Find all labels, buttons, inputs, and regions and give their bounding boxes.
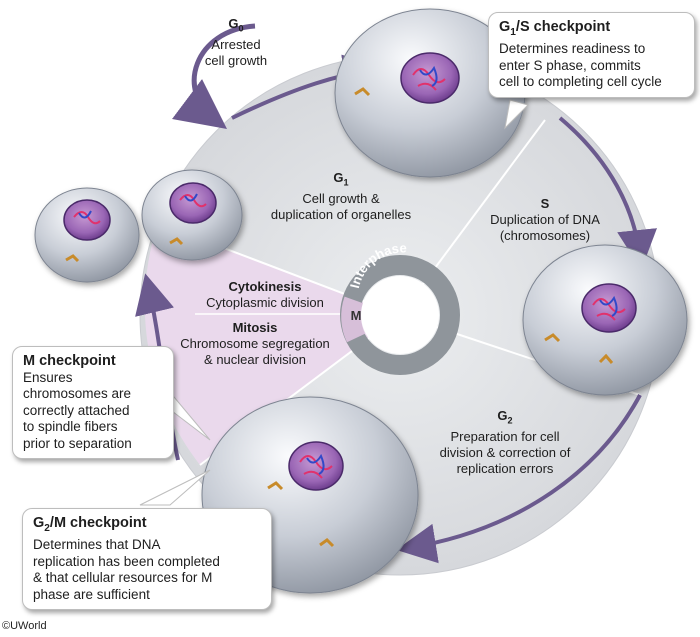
g2m-checkpoint-description: Determines that DNA replication has been… — [33, 537, 220, 602]
g0-description: Arrested cell growth — [204, 36, 268, 68]
m-ring-label: M — [351, 308, 362, 323]
s-label: S Duplication of DNA (chromosomes) — [460, 196, 630, 244]
s-description: Duplication of DNA (chromosomes) — [490, 212, 600, 243]
ring-hole — [361, 276, 439, 354]
g0-arrow — [172, 23, 256, 130]
cell-g1-daughter — [141, 169, 243, 261]
g0-title: G0 — [228, 16, 244, 34]
g2m-checkpoint-callout: G2/M checkpoint Determines that DNA repl… — [22, 508, 272, 611]
g1-description: Cell growth & duplication of organelles — [270, 190, 412, 222]
g1s-checkpoint-callout: G1/S checkpoint Determines readiness to … — [488, 12, 695, 98]
g1s-callout-pointer — [504, 99, 529, 130]
cell-g1 — [334, 8, 526, 178]
g2-title: G2 — [497, 408, 513, 426]
mitosis-label: Mitosis Chromosome segregation & nuclear… — [160, 320, 350, 368]
mitosis-description: Chromosome segregation & nuclear divisio… — [180, 336, 330, 367]
s-title: S — [540, 196, 550, 211]
cell-g1-daughter-left — [34, 187, 140, 283]
g1-title: G1 — [333, 170, 349, 188]
g1s-checkpoint-title: G1/S checkpoint — [499, 19, 611, 38]
g1-label: G1 Cell growth & duplication of organell… — [246, 170, 436, 223]
g2m-checkpoint-title: G2/M checkpoint — [33, 515, 147, 534]
cytokinesis-title: Cytokinesis — [228, 279, 302, 294]
m-phase-wedge — [144, 223, 400, 465]
m-ring-segment — [341, 296, 366, 343]
g2-arrow — [396, 394, 642, 564]
g2m-callout-pointer — [139, 469, 211, 506]
g1s-checkpoint-description: Determines readiness to enter S phase, c… — [499, 41, 662, 90]
m-checkpoint-title: M checkpoint — [23, 353, 116, 369]
cytokinesis-description: Cytoplasmic division — [206, 295, 324, 310]
g1-to-s-arrow — [558, 116, 657, 270]
m-checkpoint-description: Ensures chromosomes are correctly attach… — [23, 369, 132, 451]
g2-description: Preparation for cell division & correcti… — [439, 428, 571, 476]
cell-s — [522, 244, 688, 396]
mitosis-title: Mitosis — [232, 320, 278, 335]
g2-label: G2 Preparation for cell division & corre… — [420, 408, 590, 477]
copyright-notice: ©UWorld — [2, 620, 47, 632]
cytokinesis-label: Cytokinesis Cytoplasmic division — [180, 279, 350, 311]
m-checkpoint-callout: M checkpoint Ensures chromosomes are cor… — [12, 346, 174, 459]
g0-label: G0 Arrested cell growth — [196, 16, 276, 69]
